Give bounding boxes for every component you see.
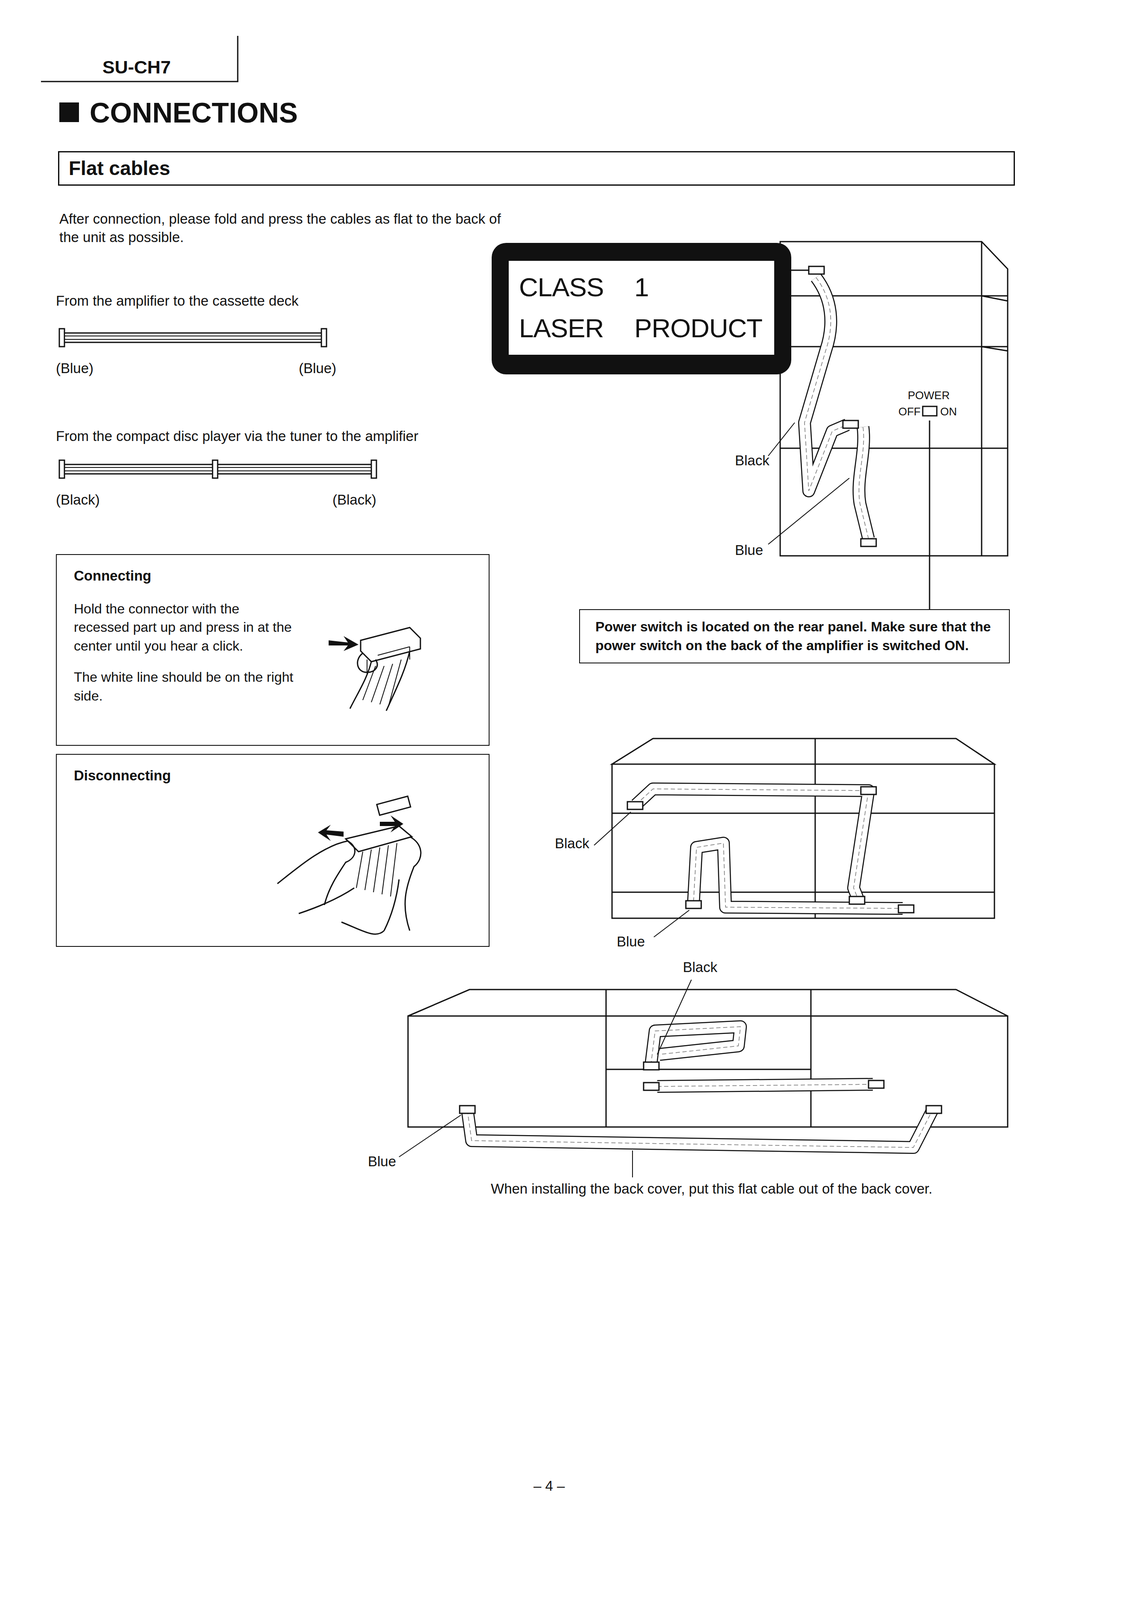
switch-label: ON [940,404,957,420]
page-number: – 4 – [533,1476,565,1496]
cable-label: Black [682,958,718,977]
blue-flat-cable [59,328,327,347]
cable-label: Black [734,451,770,470]
switch-label: POWER [907,388,950,403]
unit-rear-illustration [399,979,1008,1178]
connecting-illustration [328,627,421,711]
note-text: When installing the back cover, put this… [490,1179,933,1199]
node-body: Hold the connector with the recessed par… [73,599,296,656]
node-heading: CLASS 1 LASER PRODUCT [508,260,775,355]
model-number: SU-CH7 [102,55,171,80]
note-text: After connection, please fold and press … [59,209,521,247]
page-title: CONNECTIONS [89,94,298,132]
note-box: Power switch is located on the rear pane… [579,609,1010,664]
instruction-box: Disconnecting [55,753,490,947]
instruction-box: ConnectingHold the connector with the re… [55,553,490,746]
disconnecting-illustration [277,795,421,934]
color-label: (Black) [55,490,100,510]
laser-label: CLASS 1 LASER PRODUCT [491,242,792,375]
black-flat-cable [59,460,377,479]
section-header: Flat cables [58,151,1015,186]
cable-caption: From the amplifier to the cassette deck [55,291,299,311]
color-label: (Blue) [55,359,94,378]
title-bullet [59,102,79,123]
node-body: The white line should be on the right si… [73,667,296,706]
node-heading: Power switch is located on the rear pane… [595,617,994,655]
node-heading: Flat cables [68,156,1005,181]
color-label: (Black) [332,490,377,510]
cable-label: Black [554,834,590,853]
node-heading: Connecting [73,566,472,586]
cable-label: Blue [734,541,764,560]
node-heading: Disconnecting [73,766,472,785]
cable-caption: From the compact disc player via the tun… [55,427,419,446]
unit-rear-illustration [594,738,995,937]
cable-label: Blue [367,1152,397,1171]
cable-label: Blue [616,932,645,951]
color-label: (Blue) [298,359,337,378]
stacked-unit-illustration [768,241,1008,610]
switch-label: OFF [898,404,921,420]
header-rule [40,35,238,82]
